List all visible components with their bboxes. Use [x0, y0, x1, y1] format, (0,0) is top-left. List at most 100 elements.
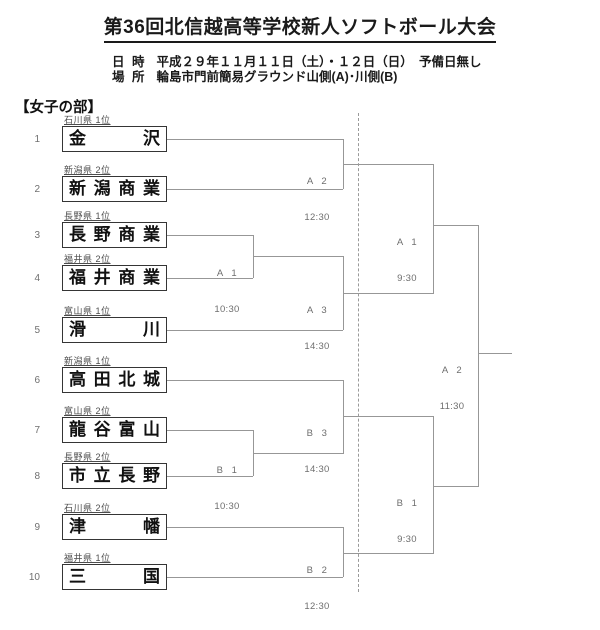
match-time: 9:30 [397, 534, 417, 545]
team-line [166, 577, 343, 578]
team-name: 市立長野 [69, 466, 160, 485]
team-line [166, 476, 253, 477]
date-label: 日 時 [112, 55, 145, 69]
winner-line [343, 553, 434, 554]
team-box: 市立長野 [62, 463, 167, 489]
page-header: 第36回北信越高等学校新人ソフトボール大会 [0, 12, 600, 43]
match-time: 10:30 [214, 501, 240, 512]
bracket-position-number: 2 [34, 184, 40, 195]
prefecture-seed-label: 長野県 1位 [64, 211, 111, 221]
winner-line [253, 256, 344, 257]
match-label: A 1 10:30 [201, 244, 253, 340]
prefecture-seed-label: 石川県 2位 [64, 503, 111, 513]
team-name: 三国 [69, 567, 160, 586]
match-time: 10:30 [214, 304, 240, 315]
match-time: 11:30 [439, 401, 465, 412]
match-code: A 1 [216, 268, 238, 279]
team-box: 長野商業 [62, 222, 167, 248]
match-label: B 2 12:30 [291, 541, 343, 630]
match-connector [433, 164, 434, 293]
winner-line [343, 293, 434, 294]
tournament-title: 第36回北信越高等学校新人ソフトボール大会 [103, 12, 497, 43]
team-line [166, 430, 253, 431]
team-box: 新潟商業 [62, 176, 167, 202]
bracket-position-number: 1 [34, 134, 40, 145]
date-row: 日 時 平成２９年１１月１１日（土）・１２日（日） 予備日無し [112, 51, 482, 70]
prefecture-seed-label: 福井県 1位 [64, 553, 111, 563]
winner-line [343, 416, 434, 417]
match-time: 12:30 [304, 212, 330, 223]
section-title: 【女子の部】 [15, 100, 102, 116]
winner-line [343, 164, 434, 165]
team-name: 津幡 [69, 517, 160, 536]
team-name: 龍谷富山 [69, 420, 160, 439]
venue-row: 場 所 輪島市門前簡易グラウンド山側(A)･川側(B) [112, 66, 397, 85]
team-line [166, 278, 253, 279]
match-time: 12:30 [304, 601, 330, 612]
match-label: A 1 9:30 [381, 213, 433, 309]
match-code: B 1 [396, 498, 418, 509]
venue-value: 輪島市門前簡易グラウンド山側(A)･川側(B) [156, 70, 398, 84]
team-box: 金沢 [62, 126, 167, 152]
winner-line [253, 453, 344, 454]
match-connector [478, 225, 479, 486]
team-line [166, 189, 343, 190]
match-label: A 3 14:30 [291, 281, 343, 377]
team-box: 龍谷富山 [62, 417, 167, 443]
match-code: B 1 [216, 465, 238, 476]
match-code: A 3 [306, 305, 328, 316]
match-label: A 2 12:30 [291, 152, 343, 248]
bracket-position-number: 7 [34, 425, 40, 436]
team-line [166, 235, 253, 236]
team-box: 滑川 [62, 317, 167, 343]
prefecture-seed-label: 石川県 1位 [64, 115, 111, 125]
match-label: B 1 9:30 [381, 474, 433, 570]
prefecture-seed-label: 富山県 1位 [64, 306, 111, 316]
team-name: 長野商業 [69, 225, 160, 244]
team-box: 高田北城 [62, 367, 167, 393]
match-code: A 1 [396, 237, 418, 248]
team-line [166, 139, 343, 140]
team-name: 金沢 [69, 129, 160, 148]
prefecture-seed-label: 新潟県 2位 [64, 165, 111, 175]
team-box: 三国 [62, 564, 167, 590]
match-code: B 3 [306, 428, 328, 439]
date-value: 平成２９年１１月１１日（土）・１２日（日） 予備日無し [156, 55, 482, 69]
team-box: 津幡 [62, 514, 167, 540]
match-code: B 2 [306, 565, 328, 576]
prefecture-seed-label: 福井県 2位 [64, 254, 111, 264]
prefecture-seed-label: 新潟県 1位 [64, 356, 111, 366]
match-label: A 2 11:30 [426, 341, 478, 437]
match-time: 14:30 [304, 341, 330, 352]
team-line [166, 330, 343, 331]
venue-label: 場 所 [112, 70, 145, 84]
bracket-position-number: 8 [34, 471, 40, 482]
winner-line [433, 486, 479, 487]
team-name: 新潟商業 [69, 179, 160, 198]
match-time: 14:30 [304, 464, 330, 475]
team-line [166, 380, 343, 381]
bracket-position-number: 5 [34, 325, 40, 336]
bracket-position-number: 4 [34, 273, 40, 284]
match-connector [343, 527, 344, 577]
team-name: 高田北城 [69, 370, 160, 389]
day-divider-line [358, 113, 359, 592]
match-code: A 2 [441, 365, 463, 376]
team-box: 福井商業 [62, 265, 167, 291]
bracket-position-number: 9 [34, 522, 40, 533]
match-time: 9:30 [397, 273, 417, 284]
match-label: B 3 14:30 [291, 404, 343, 500]
match-label: B 1 10:30 [201, 441, 253, 537]
prefecture-seed-label: 富山県 2位 [64, 406, 111, 416]
team-line [166, 527, 343, 528]
prefecture-seed-label: 長野県 2位 [64, 452, 111, 462]
team-name: 福井商業 [69, 268, 160, 287]
team-name: 滑川 [69, 320, 160, 339]
champion-line [478, 353, 512, 354]
match-code: A 2 [306, 176, 328, 187]
bracket-position-number: 3 [34, 230, 40, 241]
bracket-position-number: 10 [28, 572, 40, 583]
match-connector [433, 416, 434, 553]
bracket-position-number: 6 [34, 375, 40, 386]
